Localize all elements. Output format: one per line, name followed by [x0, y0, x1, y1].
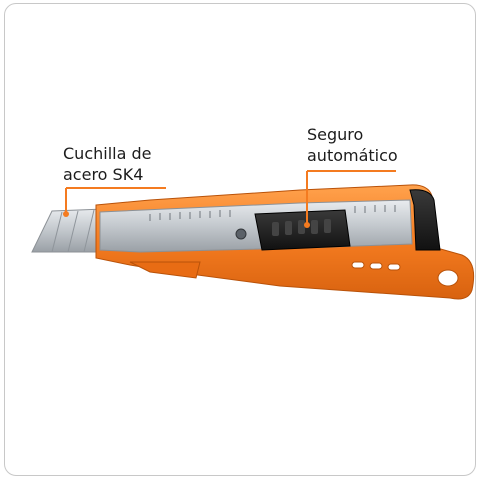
- callout-line-blade: [63, 187, 166, 217]
- callout-line-lock: [304, 170, 396, 228]
- callout-blade-line2: acero SK4: [63, 165, 144, 184]
- callout-lock-line1: Seguro: [307, 125, 364, 144]
- callout-blade-line1: Cuchilla de: [63, 144, 152, 163]
- callout-lock-line2: automático: [307, 146, 398, 165]
- knife-body: [95, 184, 475, 300]
- callout-label-lock: Seguro automático: [307, 124, 398, 166]
- callout-label-blade: Cuchilla de acero SK4: [63, 143, 151, 185]
